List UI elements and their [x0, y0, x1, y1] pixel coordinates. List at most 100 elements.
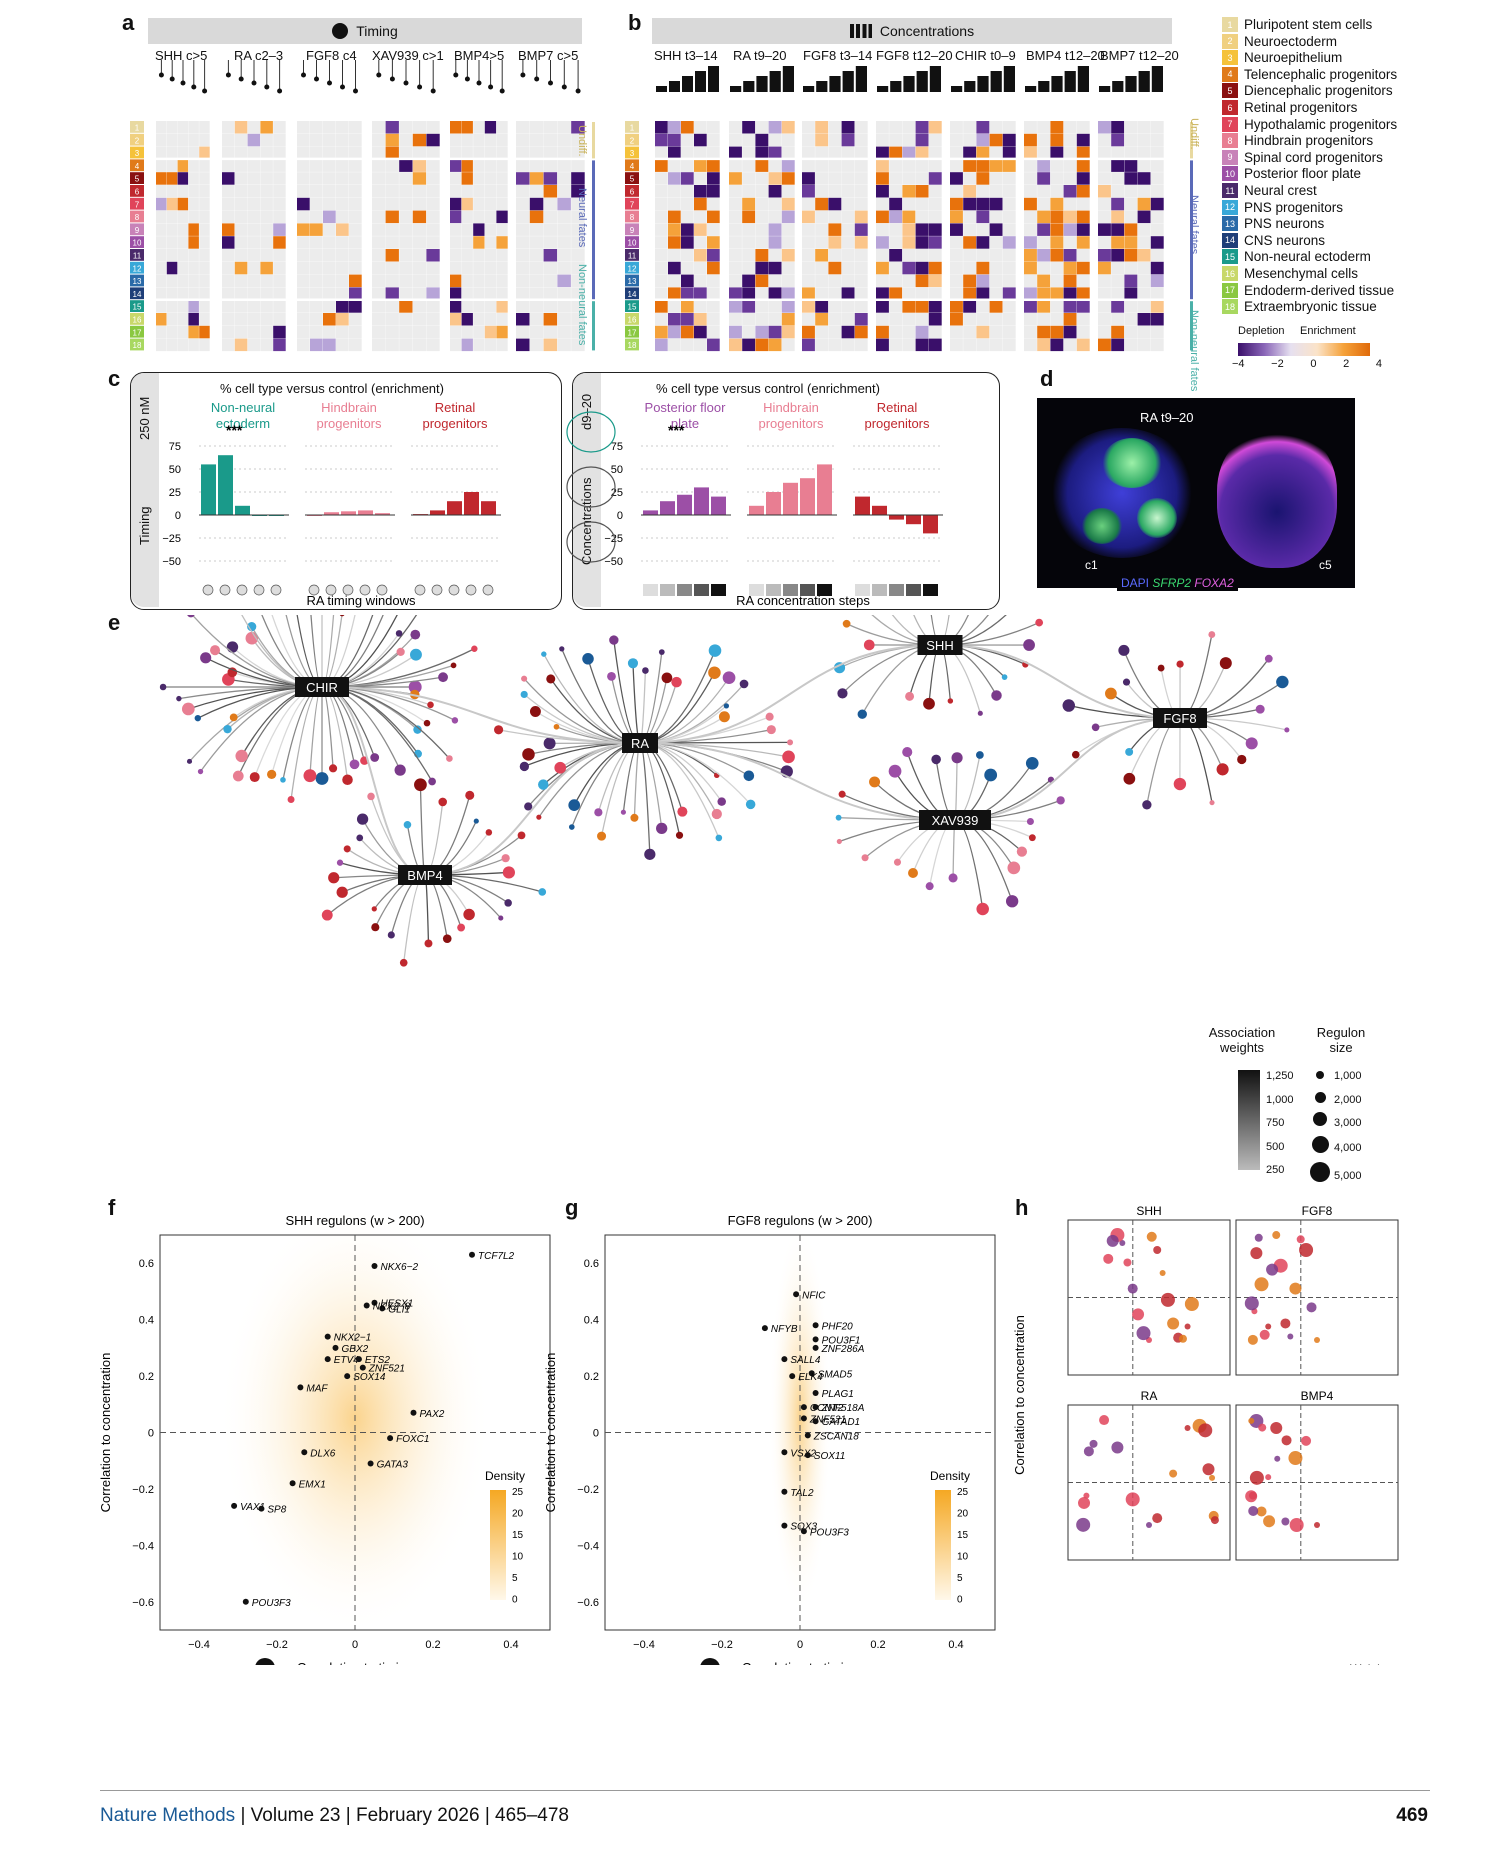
heatmap-cell	[1111, 325, 1125, 339]
network-edge	[633, 742, 641, 818]
heatmap-cell	[1098, 313, 1111, 326]
heatmap-cell	[273, 223, 286, 236]
regulon-node	[554, 761, 567, 774]
row-number-swatch	[130, 313, 144, 325]
heatmap-cell	[928, 338, 942, 352]
heatmap-cell	[989, 197, 1003, 211]
heatmap-cell	[473, 261, 485, 275]
regulon-node	[321, 909, 333, 921]
heatmap-cell	[529, 159, 544, 172]
heatmap-cell	[571, 325, 585, 339]
data-point	[812, 1336, 819, 1343]
subplot-point	[1083, 1446, 1094, 1457]
point-label: PAX2	[420, 1409, 445, 1420]
group-side-bar	[1190, 301, 1193, 351]
legend-label: Posterior floor plate	[1244, 166, 1362, 182]
row-number: 17	[133, 328, 142, 337]
heatmap-cell	[1063, 287, 1077, 300]
heatmap-cell	[876, 338, 889, 352]
subplot-point	[1296, 1235, 1305, 1244]
heatmap-cell	[450, 287, 462, 300]
heatmap-cell	[543, 197, 558, 211]
heatmap-cell	[768, 172, 782, 185]
heatmap-cell	[297, 197, 310, 211]
regulon-node	[1284, 727, 1290, 733]
heatmap-cell	[876, 274, 889, 288]
heatmap-cell	[989, 236, 1003, 249]
regulon-node	[210, 645, 221, 656]
heatmap-cell	[902, 313, 916, 326]
heatmap-cell	[372, 172, 386, 185]
heatmap-cell	[1037, 146, 1051, 160]
subplot-point	[1289, 1282, 1302, 1295]
heatmap-cell	[828, 146, 842, 160]
heatmap-cell	[755, 300, 769, 313]
heatmap-cell	[426, 287, 440, 300]
timing-column-labels: SHH c>5 RA c2–3 FGF8 c4 XAV939 c>1 BMP4>…	[0, 48, 600, 64]
heatmap-cell	[336, 338, 349, 352]
conc-bar	[1099, 86, 1111, 92]
heatmap-cell	[222, 300, 235, 313]
heatmap-cell	[529, 185, 544, 198]
heatmap-cell	[557, 261, 571, 275]
heatmap-cell	[1137, 185, 1151, 198]
heatmap-cell	[234, 210, 248, 224]
heatmap-cell	[156, 236, 167, 249]
data-point	[410, 1409, 417, 1416]
heatmap-cell	[755, 274, 769, 288]
heatmap-cell	[1076, 210, 1090, 224]
data-point	[371, 1299, 378, 1306]
heatmap-cell	[260, 223, 273, 236]
heatmap-cell	[412, 274, 427, 288]
heatmap-cell	[1076, 223, 1090, 236]
heatmap-cell	[854, 261, 868, 275]
heatmap-cell	[1111, 133, 1125, 147]
regulon-node	[538, 779, 549, 790]
conc-bar	[1064, 71, 1076, 92]
y-tick: −0.6	[132, 1597, 154, 1609]
regulon-node	[976, 902, 989, 916]
conc-bar	[855, 66, 867, 92]
heatmap-cell	[156, 159, 167, 172]
heatmap-cell	[247, 146, 261, 160]
heatmap-cell	[768, 210, 782, 224]
heatmap-cell	[310, 146, 323, 160]
heatmap-cell	[854, 300, 868, 313]
heatmap-cell	[768, 236, 782, 249]
heatmap-cell	[1137, 197, 1151, 211]
heatmap-cell	[1137, 133, 1151, 147]
panel-label-h: h	[1015, 1195, 1029, 1220]
heatmap-cell	[729, 146, 742, 160]
heatmap-cell	[989, 313, 1003, 326]
heatmap-cell	[571, 300, 585, 313]
heatmap-cell	[1050, 172, 1064, 185]
heatmap-cell	[854, 249, 868, 262]
heatmap-cell	[915, 236, 929, 249]
row-number-swatch	[130, 236, 144, 248]
regulon-node	[1007, 861, 1021, 875]
heatmap-cell	[681, 121, 694, 134]
heatmap-cell	[557, 172, 571, 185]
heatmap-cell	[1137, 325, 1151, 339]
subplot-title: BMP4	[1301, 1389, 1334, 1403]
heatmap-cell	[854, 325, 868, 339]
heatmap-cell	[707, 274, 720, 288]
x-tick: −0.4	[188, 1639, 210, 1651]
heatmap-cell	[336, 325, 349, 339]
point-label: VAX1	[240, 1502, 265, 1513]
subplot-title: FGF8	[1302, 1204, 1333, 1218]
heatmap-cell	[902, 338, 916, 352]
heatmap-cell	[571, 223, 585, 236]
point-label: ZNF518A	[821, 1403, 865, 1414]
heatmap-cell	[768, 300, 782, 313]
timing-dot	[476, 80, 482, 86]
subplot-point	[1250, 1247, 1263, 1260]
heatmap-cell	[781, 313, 795, 326]
regulon-node	[582, 653, 594, 665]
heatmap-cell	[399, 274, 413, 288]
heatmap-cell	[815, 210, 829, 224]
point-label: SOX14	[353, 1372, 386, 1383]
heatmap-cell	[199, 146, 210, 160]
regulon-node	[1071, 750, 1080, 759]
